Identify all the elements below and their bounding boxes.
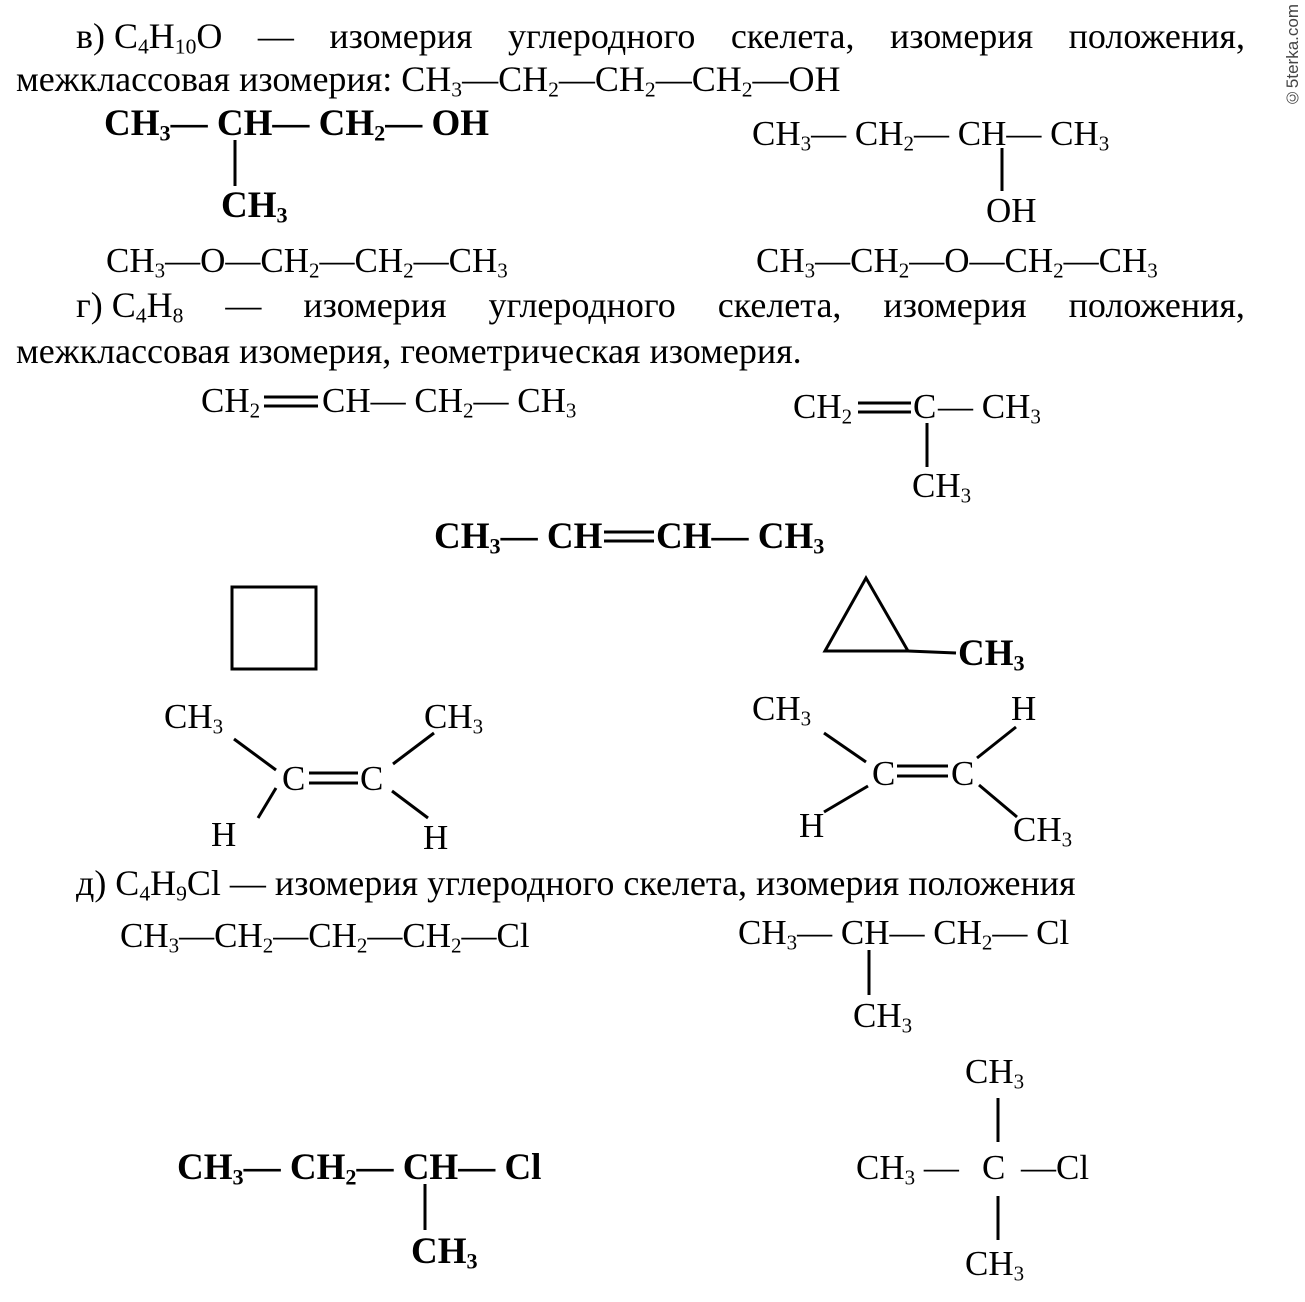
word: в) C4H10O xyxy=(76,16,223,59)
trans-bond-top-left xyxy=(823,731,867,764)
trans-top-left: CH3 xyxy=(752,689,812,731)
section-v-heading-line2: межклассовая изомерия: CH3—CH2—CH2—CH2—O… xyxy=(16,59,841,102)
word: положения, xyxy=(1068,16,1245,56)
cis-bottom-left: H xyxy=(211,815,237,854)
trans-bottom-left: H xyxy=(799,806,825,845)
tertbutyl-right: —Cl xyxy=(1021,1148,1090,1187)
word: скелета, xyxy=(730,16,855,56)
chlorobutane1-formula: CH3—CH2—CH2—CH2—Cl xyxy=(120,916,530,958)
trans-c1: C xyxy=(872,754,896,793)
word: г) C4H8 xyxy=(76,285,184,328)
butan2ol-formula: CH3— CH2— CH— CH3 xyxy=(752,114,1110,156)
cis-bottom-right: H xyxy=(423,818,449,857)
section-d-heading: д) C4H9Cl — изомерия углеродного скелета… xyxy=(76,863,1076,906)
cis-bond-top-right xyxy=(392,731,435,766)
section-v-heading-line1: в) C4H10O — изомерия углеродного скелета… xyxy=(76,16,1245,59)
cis-top-left: CH3 xyxy=(164,697,224,739)
section-g-heading-line2: межклассовая изомерия, геометрическая из… xyxy=(16,331,802,371)
isobutene-ch2: CH2 xyxy=(793,387,853,429)
methylcyclopropane-ch3: CH3 xyxy=(958,633,1025,676)
isobutene-c: C xyxy=(913,387,937,426)
butene1-rest: CH— CH2— CH3 xyxy=(322,381,577,423)
methylcyclopropane-bond xyxy=(907,649,957,655)
tertbutyl-bottom: CH3 xyxy=(965,1244,1025,1286)
cyclobutane-ring xyxy=(230,585,318,671)
word: изомерия xyxy=(303,285,447,325)
cis-bond-bottom-right xyxy=(391,789,429,820)
cis-c2: C xyxy=(360,759,384,798)
trans-bond-bottom-right xyxy=(978,783,1018,819)
cis-c1: C xyxy=(282,759,306,798)
word: изомерия xyxy=(329,16,473,56)
word: скелета, xyxy=(717,285,842,325)
word: — xyxy=(225,285,262,325)
trans-bottom-right: CH3 xyxy=(1013,810,1073,852)
tertbutyl-left: CH3 — xyxy=(856,1148,959,1190)
isobutene-rest: — CH3 xyxy=(938,387,1041,429)
isobutanol-branch: CH3 xyxy=(221,185,288,228)
isobutanol-formula: CH3— CH— CH2— OH xyxy=(104,103,489,146)
isobutyl-chloride-branch: CH3 xyxy=(853,996,913,1038)
tertbutyl-top: CH3 xyxy=(965,1052,1025,1094)
cyclopropane-ring xyxy=(822,574,911,653)
cis-top-right: CH3 xyxy=(424,697,484,739)
trans-top-right: H xyxy=(1011,689,1037,728)
chlorobutane2-formula: CH3— CH2— CH— Cl xyxy=(177,1147,542,1190)
word: изомерия xyxy=(883,285,1027,325)
butene2-left: CH3— CH xyxy=(434,516,603,559)
trans-bond-bottom-left xyxy=(823,784,869,814)
word: углеродного xyxy=(508,16,696,56)
isobutene-branch: CH3 xyxy=(912,466,972,508)
cis-bond-bottom-left xyxy=(256,787,278,819)
isobutyl-chloride-formula: CH3— CH— CH2— Cl xyxy=(738,913,1070,955)
butene2-right: CH— CH3 xyxy=(656,516,825,559)
tertbutyl-center: C xyxy=(982,1148,1006,1187)
methyl-propyl-ether-formula: CH3—O—CH2—CH2—CH3 xyxy=(106,241,508,283)
word: положения, xyxy=(1068,285,1245,325)
butene1-ch2: CH2 xyxy=(201,381,261,423)
word: — xyxy=(257,16,294,56)
trans-bond-top-right xyxy=(976,725,1017,760)
butan2ol-branch: OH xyxy=(986,191,1037,230)
word: изомерия xyxy=(889,16,1034,56)
word: углеродного xyxy=(488,285,676,325)
chlorobutane2-branch: CH3 xyxy=(411,1231,478,1274)
cis-bond-top-left xyxy=(233,737,277,772)
diethyl-ether-formula: CH3—CH2—O—CH2—CH3 xyxy=(756,241,1158,283)
section-g-heading-line1: г) C4H8 — изомерия углеродного скелета, … xyxy=(76,285,1245,328)
trans-c2: C xyxy=(951,754,975,793)
